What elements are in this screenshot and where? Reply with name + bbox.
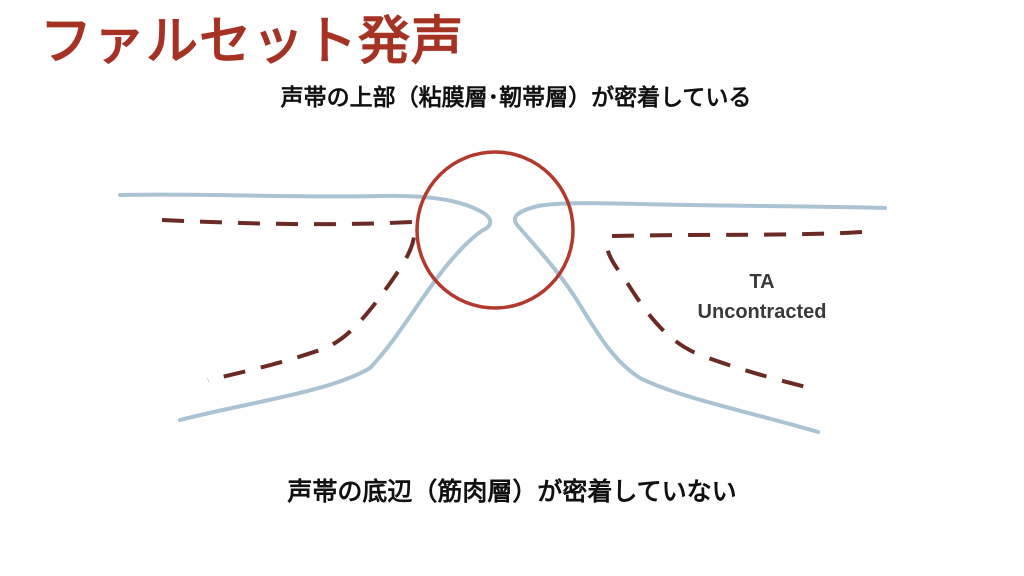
right-muscle-dashed-line <box>605 230 863 390</box>
uncontracted-label: Uncontracted <box>698 301 827 323</box>
contact-highlight-circle <box>415 150 575 310</box>
right-vocal-fold-outline <box>512 201 887 434</box>
slide-title: ファルセット発声 <box>40 12 465 72</box>
caption-top: 声帯の上部（粘膜層･靭帯層）が密着している <box>280 85 752 111</box>
left-muscle-dashed-line <box>161 218 417 382</box>
ta-label: TA <box>749 271 774 293</box>
caption-bottom: 声帯の底辺（筋肉層）が密着していない <box>287 477 737 506</box>
left-vocal-fold-outline <box>118 192 493 422</box>
